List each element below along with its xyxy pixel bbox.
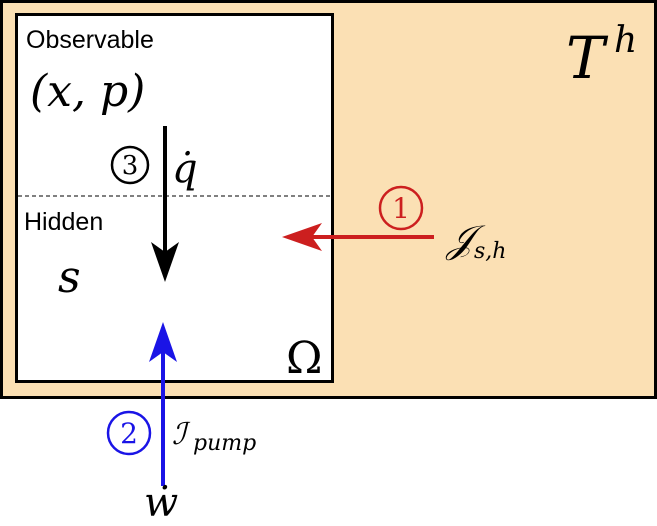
reservoir-label-superscript: h: [614, 20, 637, 61]
work-flow-symbol: ℐ: [172, 417, 191, 452]
internal-flow-number-circle: [110, 145, 150, 185]
heat-flow-number: 1: [392, 192, 410, 225]
observable-title: Observable: [26, 26, 154, 54]
work-flow-number: 2: [120, 417, 138, 450]
reservoir-label: T: [566, 24, 609, 92]
internal-flow-label: q̇: [172, 146, 198, 192]
heat-flow-subscript: s,h: [474, 239, 506, 264]
work-flow-subscript: pump: [193, 431, 256, 456]
heat-flow-number-circle: [378, 185, 424, 231]
work-flow-number-circle: [106, 410, 152, 456]
omega-label: Ω: [286, 333, 322, 384]
hidden-variable: s: [58, 252, 81, 303]
work-source-label: ẇ: [144, 480, 178, 526]
system-box: [15, 13, 334, 383]
heat-flow-arrowhead: [282, 223, 322, 251]
internal-flow-number: 3: [122, 151, 139, 181]
work-flow-arrowhead: [149, 322, 177, 362]
internal-flow-arrowhead: [151, 242, 179, 282]
hidden-title: Hidden: [24, 208, 103, 236]
observable-variables: (x, p): [30, 66, 145, 117]
